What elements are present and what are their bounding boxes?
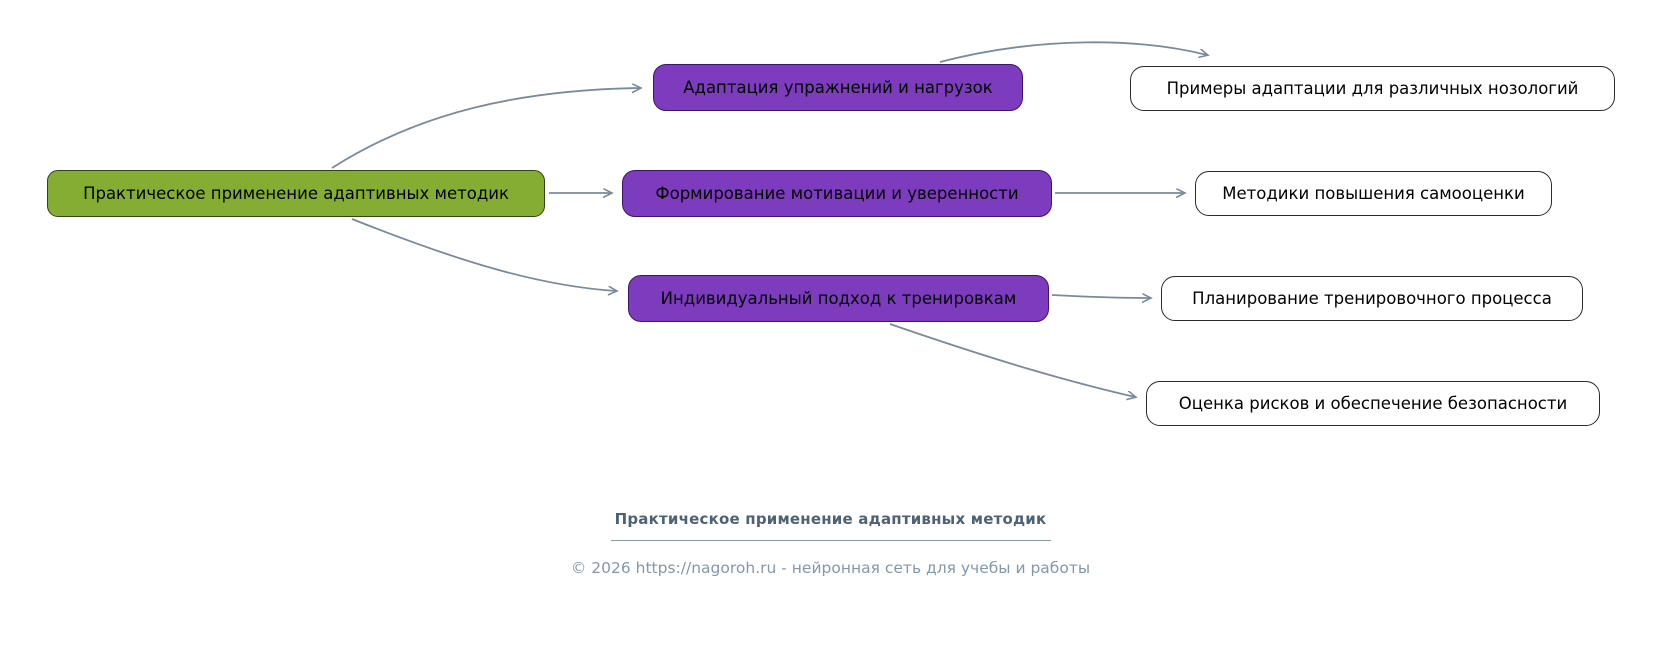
mindmap-leaf-label: Планирование тренировочного процесса — [1192, 289, 1552, 308]
footer-copyright: © 2026 https://nagoroh.ru - нейронная се… — [570, 559, 1091, 577]
edge-root-to-branch-0 — [331, 88, 640, 169]
footer-title: Практическое применение адаптивных метод… — [614, 510, 1047, 528]
mindmap-branch-node: Индивидуальный подход к тренировкам — [628, 275, 1049, 322]
mindmap-leaf-label: Примеры адаптации для различных нозологи… — [1166, 79, 1579, 98]
mindmap-root-label: Практическое применение адаптивных метод… — [83, 184, 509, 203]
edge-root-to-branch-2 — [351, 218, 616, 291]
mindmap-branch-label: Индивидуальный подход к тренировкам — [660, 289, 1017, 308]
mindmap-branch-label: Адаптация упражнений и нагрузок — [683, 78, 993, 97]
footer: Практическое применение адаптивных метод… — [0, 510, 1661, 577]
mindmap-leaf-label: Методики повышения самооценки — [1222, 184, 1525, 203]
edge-branch-2-to-leaf-2 — [1051, 295, 1150, 298]
mindmap-root-node: Практическое применение адаптивных метод… — [47, 170, 545, 217]
footer-divider — [610, 540, 1051, 541]
mindmap-branch-node: Формирование мотивации и уверенности — [622, 170, 1052, 217]
edge-branch-0-to-leaf-0 — [939, 41, 1207, 63]
mindmap-leaf-node: Планирование тренировочного процесса — [1161, 276, 1583, 321]
mindmap-branch-node: Адаптация упражнений и нагрузок — [653, 64, 1023, 111]
mindmap-leaf-node: Методики повышения самооценки — [1195, 171, 1552, 216]
mindmap-leaf-node: Оценка рисков и обеспечение безопасности — [1146, 381, 1600, 426]
edge-branch-2-to-leaf-3 — [889, 323, 1135, 397]
mindmap-leaf-label: Оценка рисков и обеспечение безопасности — [1178, 394, 1568, 413]
mindmap-branch-label: Формирование мотивации и уверенности — [655, 184, 1019, 203]
mindmap-leaf-node: Примеры адаптации для различных нозологи… — [1130, 66, 1615, 111]
